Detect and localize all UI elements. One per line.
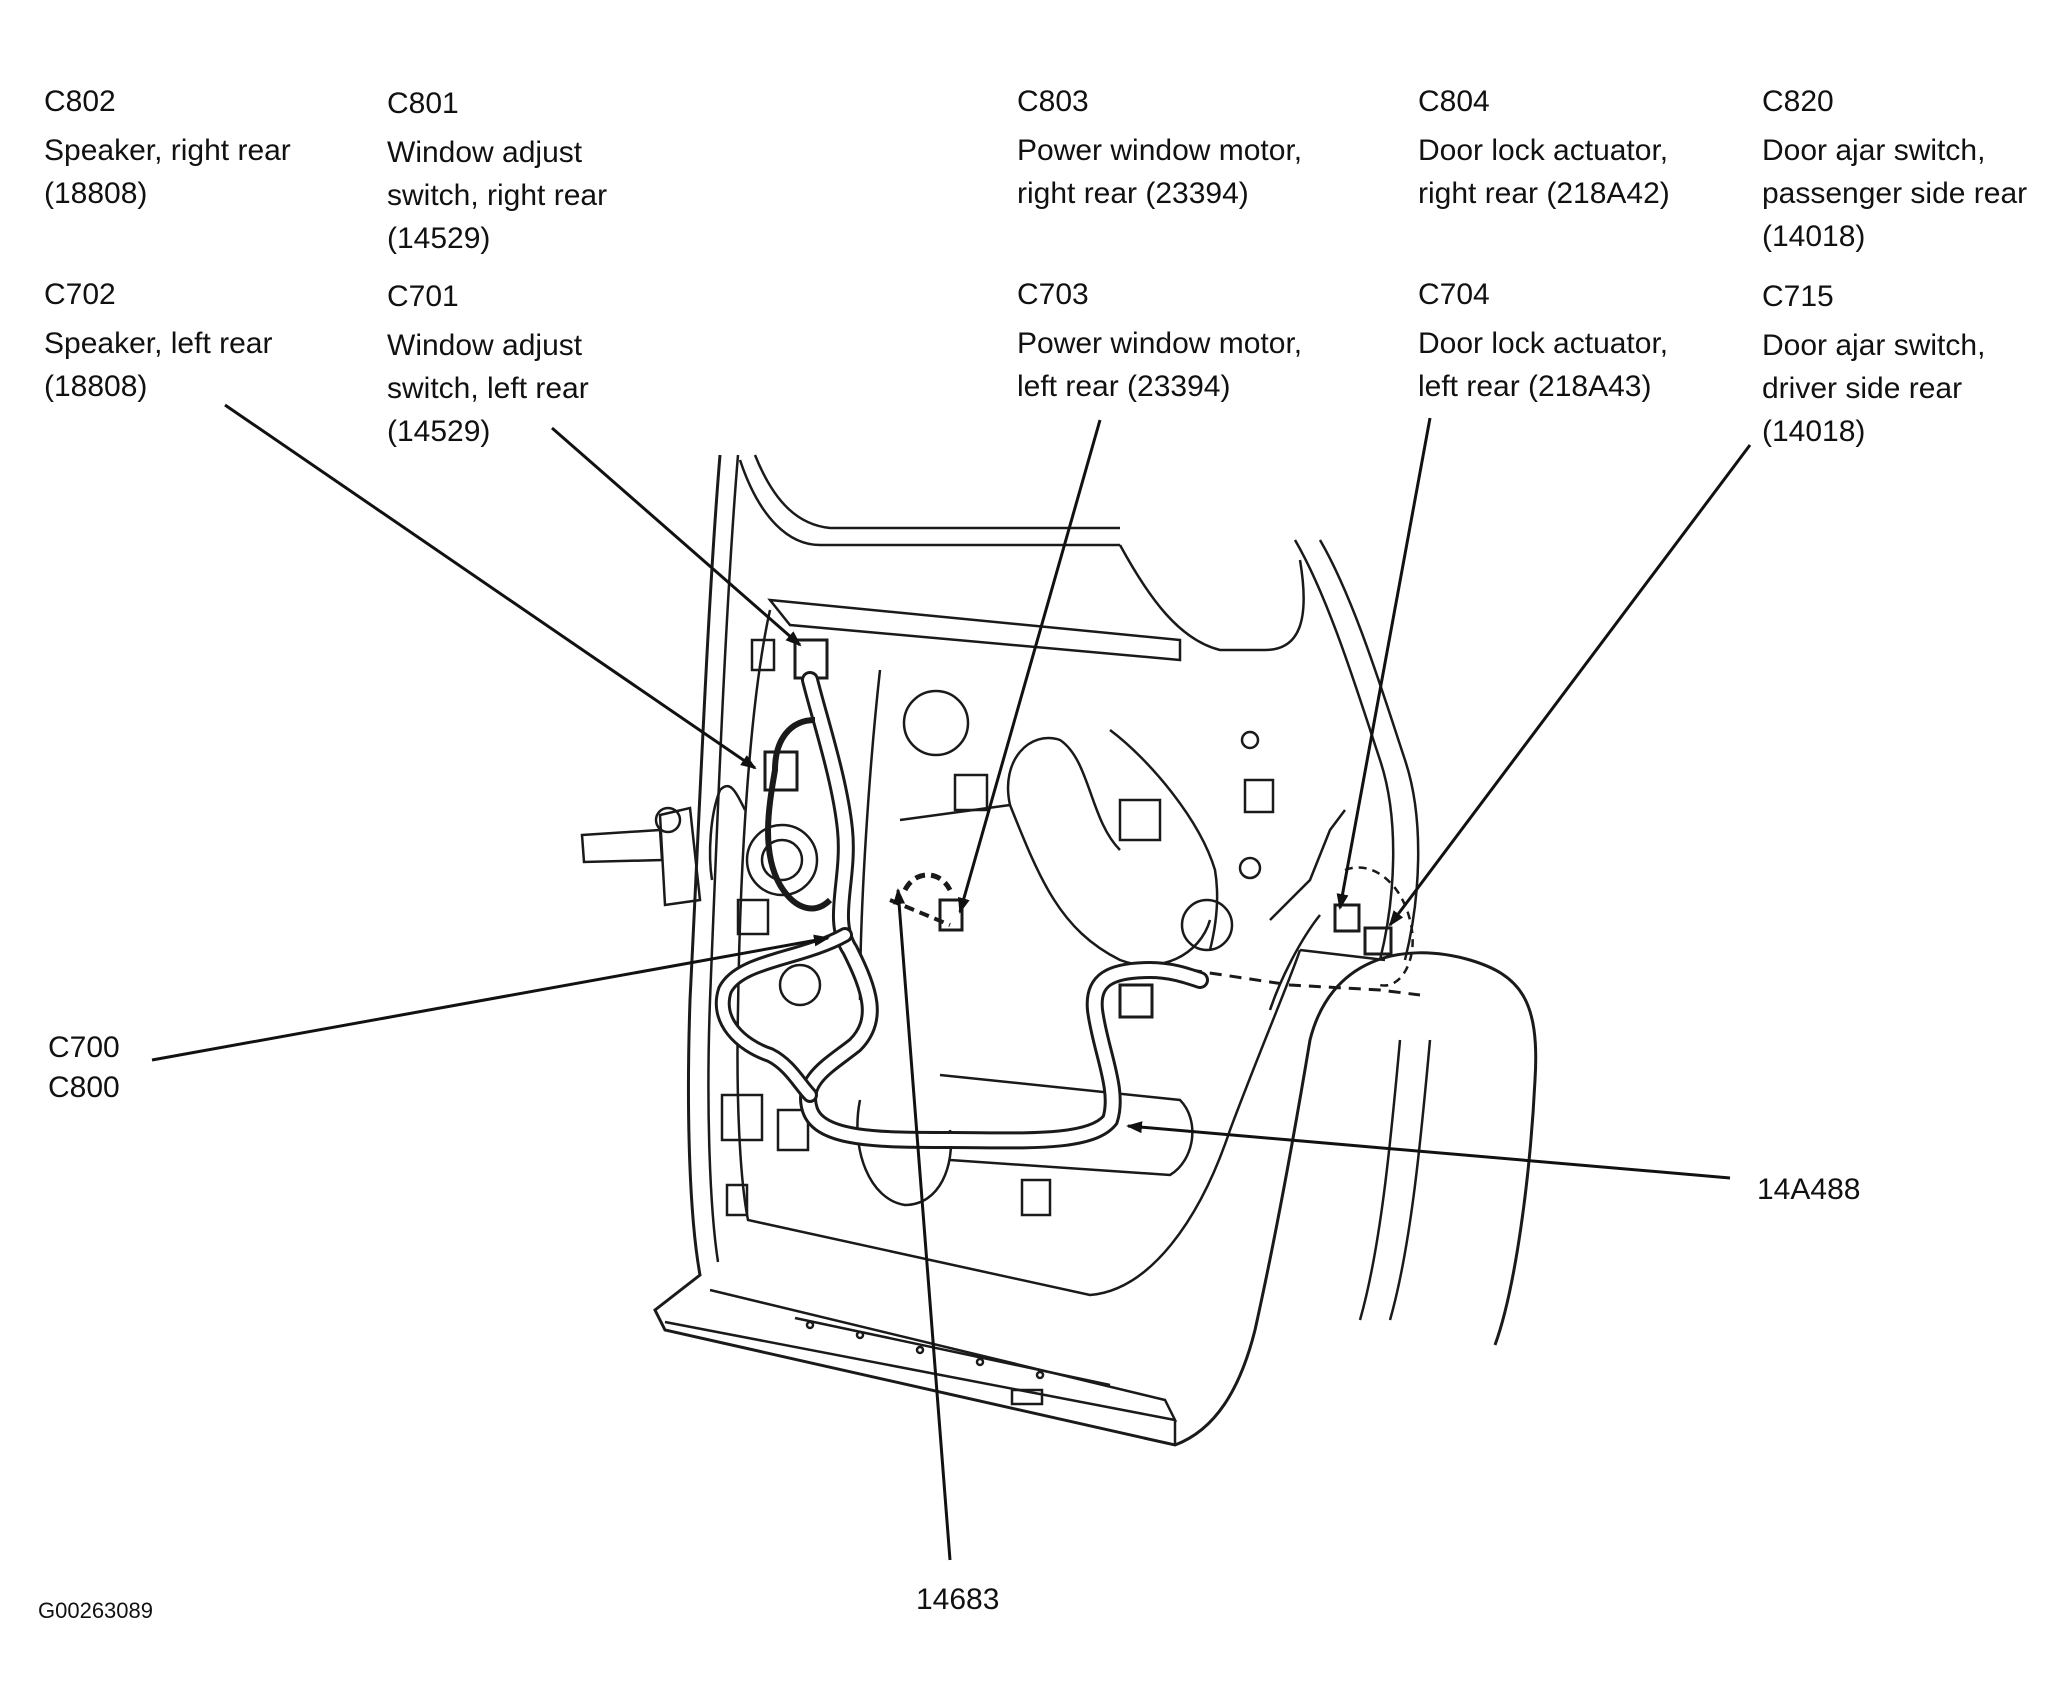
connector-desc-line2: switch, right rear <box>387 179 608 212</box>
callout-c703: C703 Power window motor, left rear (2339… <box>1017 273 1302 408</box>
leader-14683 <box>893 888 952 1561</box>
connector-desc-line2: right rear (218A42) <box>1418 177 1670 210</box>
connector-desc-line2: switch, left rear <box>387 372 589 405</box>
connector-desc-line1: Power window motor, <box>1017 134 1303 167</box>
connector-desc-line1: Door lock actuator, <box>1418 327 1669 360</box>
connector-desc-line2: (18808) <box>44 370 148 403</box>
figure-id: G00263089 <box>38 1598 153 1623</box>
connector-code: C701 <box>387 280 459 313</box>
leader-c715 <box>1388 444 1752 927</box>
connector-code-c700: C700 <box>48 1031 120 1064</box>
connector-code: C803 <box>1017 85 1089 118</box>
rear-door-inner-panel <box>580 454 1538 1447</box>
leader-lines <box>151 403 1752 1561</box>
connector-code: C804 <box>1418 85 1490 118</box>
connector-code: C802 <box>44 85 116 118</box>
connector-desc-line1: Door lock actuator, <box>1418 134 1669 167</box>
connector-code: C704 <box>1418 278 1490 311</box>
harness-code: 14A488 <box>1757 1173 1861 1206</box>
connector-desc-line1: Door ajar switch, <box>1762 134 1986 167</box>
connector-desc-line3: (14018) <box>1762 220 1866 253</box>
leader-14a488 <box>1126 1121 1731 1180</box>
callout-c704: C704 Door lock actuator, left rear (218A… <box>1418 273 1668 408</box>
connector-desc-line1: Window adjust <box>387 329 583 362</box>
callout-14a488: 14A488 <box>1757 1170 1860 1210</box>
leader-c700-c800 <box>151 934 830 1062</box>
connector-desc-line1: Speaker, right rear <box>44 134 291 167</box>
connector-desc-line3: (14529) <box>387 415 491 448</box>
connector-desc-line1: Power window motor, <box>1017 327 1303 360</box>
callout-c803: C803 Power window motor, right rear (233… <box>1017 80 1302 215</box>
harness-code: 14683 <box>916 1583 1000 1616</box>
connector-desc-line3: (14018) <box>1762 415 1866 448</box>
connector-desc-line3: (14529) <box>387 222 491 255</box>
connector-desc-line2: left rear (23394) <box>1017 370 1231 403</box>
callout-c701: C701 Window adjust switch, left rear (14… <box>387 275 589 453</box>
wire-harness-14A488 <box>714 671 1209 1150</box>
callout-c715: C715 Door ajar switch, driver side rear … <box>1762 275 1985 453</box>
callout-c702: C702 Speaker, left rear (18808) <box>44 273 272 408</box>
callout-c804: C804 Door lock actuator, right rear (218… <box>1418 80 1670 215</box>
connector-desc-line1: Speaker, left rear <box>44 327 273 360</box>
callout-14683: 14683 <box>916 1580 999 1620</box>
callout-c802: C802 Speaker, right rear (18808) <box>44 80 291 215</box>
callout-c700-c800: C700 C800 <box>48 1028 120 1108</box>
connector-desc-line2: passenger side rear <box>1762 177 2028 210</box>
connector-desc-line2: driver side rear <box>1762 372 1963 405</box>
leader-c701 <box>551 426 802 647</box>
connector-desc-line1: Window adjust <box>387 136 583 169</box>
connector-desc-line2: (18808) <box>44 177 148 210</box>
callout-c820: C820 Door ajar switch, passenger side re… <box>1762 80 2027 258</box>
leader-c702 <box>224 403 757 770</box>
connector-code: C703 <box>1017 278 1089 311</box>
connector-desc-line2: right rear (23394) <box>1017 177 1249 210</box>
connector-code: C702 <box>44 278 116 311</box>
leader-c703 <box>958 419 1102 914</box>
connector-code: C801 <box>387 87 459 120</box>
connector-desc-line1: Door ajar switch, <box>1762 329 1986 362</box>
connector-code: C820 <box>1762 85 1834 118</box>
connector-code-c800: C800 <box>48 1071 120 1104</box>
leader-c704 <box>1336 417 1432 910</box>
callout-c801: C801 Window adjust switch, right rear (1… <box>387 82 607 260</box>
connector-desc-line2: left rear (218A43) <box>1418 370 1652 403</box>
connector-code: C715 <box>1762 280 1834 313</box>
